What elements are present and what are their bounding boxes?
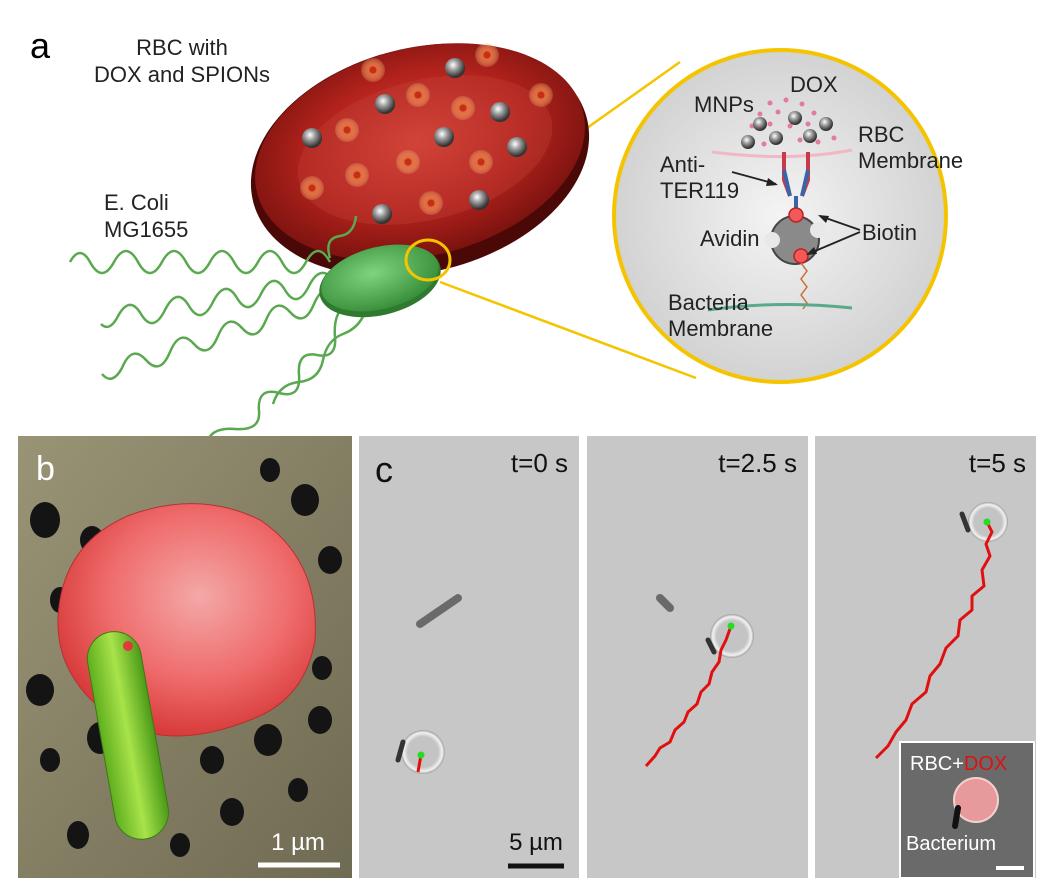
flagellum <box>68 249 332 275</box>
frame-background <box>587 436 808 878</box>
dox-particle <box>475 43 499 67</box>
dox-particle <box>419 191 443 215</box>
spion-particles <box>302 58 527 224</box>
rbc-cell <box>710 614 754 658</box>
inset-arrows <box>731 171 861 255</box>
flagellum <box>271 311 367 405</box>
flagellum <box>101 289 341 381</box>
attached-bacterium <box>705 637 717 655</box>
spion-particle <box>507 137 527 157</box>
dox-inset-label: RBC+DOX <box>910 753 1007 775</box>
dox-particle <box>406 83 430 107</box>
ecoli-body <box>319 244 441 318</box>
spion-particle <box>375 94 395 114</box>
rbc-label-line1: RBC with <box>136 35 228 60</box>
free-bacterium <box>656 594 674 612</box>
spion-particle <box>469 190 489 210</box>
dox-particle <box>469 150 493 174</box>
spion-particle <box>434 127 454 147</box>
frame-time-label: t=2.5 s <box>718 448 797 478</box>
panel-a-letter: a <box>30 25 51 66</box>
inset-antibody <box>782 152 810 208</box>
inset-avidin-label: Avidin <box>700 226 760 251</box>
panel-c-letter: c <box>375 449 393 490</box>
inset-bacteria-membrane-label-line1: Bacteria <box>668 290 749 315</box>
dox-inset-rbc <box>953 777 999 823</box>
dox-particle <box>451 96 475 120</box>
spion-particle <box>445 58 465 78</box>
panel-a: a RBC with DOX and SPIONs E. Coli MG1655 <box>30 25 963 444</box>
attached-bacterium <box>959 511 971 533</box>
panel-c-frame-3: t=5 s RBC+DOX Bacterium <box>815 436 1036 878</box>
free-bacterium <box>416 594 462 628</box>
zoom-line-bottom <box>439 280 697 380</box>
spion-particle <box>490 102 510 122</box>
rbc-label-line2: DOX and SPIONs <box>94 62 270 87</box>
dox-particles <box>300 43 553 215</box>
spion-particle <box>372 204 392 224</box>
attached-bacterium <box>395 739 406 763</box>
zoom-source-circle <box>404 238 452 282</box>
panel-b-letter: b <box>36 450 55 488</box>
trajectory <box>874 521 994 760</box>
dox-particle <box>335 118 359 142</box>
inset-biotin-top <box>788 207 804 223</box>
flagellum <box>327 215 358 259</box>
frame-time-label: t=5 s <box>969 448 1026 478</box>
inset-rbc-membrane-label-line1: RBC <box>858 122 905 147</box>
inset-bacteria-membrane <box>707 302 853 312</box>
biotin-arrow-bottom <box>807 231 861 255</box>
dox-particle <box>300 176 324 200</box>
mechanism-inset: MNPs DOX RBC Membrane Anti- TER119 Avidi… <box>612 48 963 384</box>
dox-inset-label-dox: DOX <box>964 753 1007 775</box>
dox-inset: RBC+DOX Bacterium <box>899 741 1035 878</box>
inset-mnps-label: MNPs <box>694 92 754 117</box>
ecoli-label-line1: E. Coli <box>104 190 169 215</box>
dox-inset-bacterium <box>952 805 961 829</box>
inset-bacteria-membrane-label-line2: Membrane <box>668 316 773 341</box>
position-marker <box>983 518 991 526</box>
inset-biotin-label: Biotin <box>862 220 917 245</box>
inset-mnps <box>741 111 833 149</box>
inset-linker <box>800 262 808 310</box>
panel-b-scale-label: 1 µm <box>271 829 325 856</box>
inset-biotin-bottom <box>793 248 809 264</box>
panel-c-frame-2: t=2.5 s <box>587 436 808 878</box>
inset-antiter-label-line2: TER119 <box>660 178 739 203</box>
dox-particle <box>361 58 385 82</box>
position-marker <box>727 622 735 630</box>
panel-c-scale-label: 5 µm <box>509 829 563 856</box>
position-marker <box>417 751 425 759</box>
dox-particle <box>529 83 553 107</box>
ecoli-label-line2: MG1655 <box>104 217 188 242</box>
panel-b: b 1 µm <box>18 436 352 878</box>
dox-inset-bacterium-label: Bacterium <box>906 833 996 855</box>
sem-bacterium <box>86 631 169 840</box>
dox-particle <box>396 150 420 174</box>
dox-particle <box>345 163 369 187</box>
inset-dox-label: DOX <box>790 72 838 97</box>
frame-time-label: t=0 s <box>511 448 568 478</box>
panel-c-frame-1: c t=0 s 5 µm <box>359 436 579 878</box>
inset-antiter-label-line1: Anti- <box>660 152 705 177</box>
frame-background <box>359 436 579 878</box>
panel-gutters <box>352 430 815 883</box>
rbc-cell <box>250 43 590 277</box>
spion-particle <box>302 128 322 148</box>
flagellum <box>100 271 337 329</box>
sem-attachment-point <box>123 641 133 651</box>
flagellum <box>205 304 346 444</box>
trajectory <box>644 625 733 768</box>
flagella <box>68 215 367 444</box>
inset-rbc-membrane-label-line2: Membrane <box>858 148 963 173</box>
dox-inset-label-prefix: RBC+ <box>910 753 964 775</box>
inset-outline <box>612 48 948 384</box>
rbc-cell <box>401 730 445 774</box>
